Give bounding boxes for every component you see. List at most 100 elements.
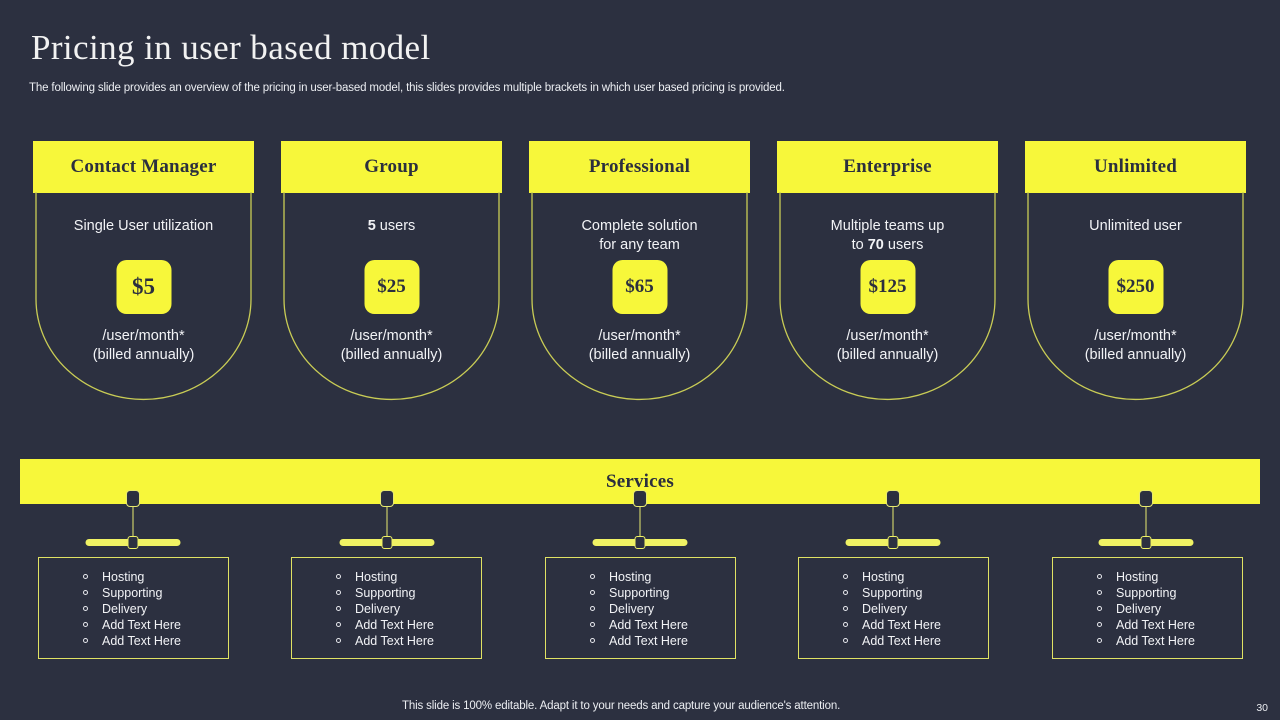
plan-price: $125 <box>868 276 907 297</box>
circle-bullet-icon <box>590 574 595 579</box>
service-list-item[interactable]: Supporting <box>336 585 434 601</box>
service-list-item[interactable]: Add Text Here <box>83 633 181 649</box>
plan-price: $65 <box>625 276 654 297</box>
service-list-item-label: Hosting <box>355 570 398 584</box>
service-list-item[interactable]: Supporting <box>590 585 688 601</box>
plan-billing-note-line2: (billed annually) <box>836 347 939 363</box>
service-list-item[interactable]: Hosting <box>1097 569 1195 585</box>
service-list-item[interactable]: Delivery <box>1097 601 1195 617</box>
plan-name: Professional <box>588 156 691 177</box>
service-list-item[interactable]: Supporting <box>83 585 181 601</box>
service-list-item[interactable]: Hosting <box>843 569 941 585</box>
circle-bullet-icon <box>590 622 595 627</box>
connector-top-node-icon <box>126 490 140 507</box>
service-list-item[interactable]: Delivery <box>843 601 941 617</box>
connector-top-node-icon <box>1139 490 1153 507</box>
connector-vertical-line <box>1145 507 1147 542</box>
service-list-item[interactable]: Add Text Here <box>843 617 941 633</box>
service-list-item-label: Add Text Here <box>609 618 688 632</box>
service-list-item-label: Hosting <box>609 570 652 584</box>
page-subtitle: The following slide provides an overview… <box>29 82 785 94</box>
footer-note: This slide is 100% editable. Adapt it to… <box>402 700 841 712</box>
plan-name: Enterprise <box>843 156 932 177</box>
service-list-item-label: Delivery <box>1116 602 1162 616</box>
service-list-item[interactable]: Supporting <box>843 585 941 601</box>
plan-description-emphasis: 5 <box>367 218 376 234</box>
plan-billing-note: /user/month*(billed annually) <box>33 327 254 365</box>
circle-bullet-icon <box>1097 590 1102 595</box>
circle-bullet-icon <box>336 606 341 611</box>
plan-billing-note-line1: /user/month* <box>598 328 681 344</box>
plan-price-badge: $65 <box>612 260 667 314</box>
service-list-item[interactable]: Add Text Here <box>336 617 434 633</box>
service-list-item[interactable]: Hosting <box>336 569 434 585</box>
service-list-item-label: Hosting <box>1116 570 1159 584</box>
service-list-item[interactable]: Add Text Here <box>590 617 688 633</box>
service-list-item[interactable]: Add Text Here <box>590 633 688 649</box>
page-title: Pricing in user based model <box>31 28 431 67</box>
circle-bullet-icon <box>590 606 595 611</box>
plan-description-emphasis: 70 <box>867 237 884 253</box>
connector-top-node-icon <box>380 490 394 507</box>
plan-billing-note-line1: /user/month* <box>846 328 929 344</box>
circle-bullet-icon <box>83 638 88 643</box>
page-number: 30 <box>1256 702 1268 714</box>
connector-vertical-line <box>132 507 134 542</box>
service-list-item[interactable]: Add Text Here <box>1097 633 1195 649</box>
connector-vertical-line <box>892 507 894 542</box>
plan-billing-note: /user/month*(billed annually) <box>1025 327 1246 365</box>
circle-bullet-icon <box>590 590 595 595</box>
service-list-item-label: Supporting <box>862 586 923 600</box>
service-list-item-label: Supporting <box>355 586 416 600</box>
service-list-item[interactable]: Add Text Here <box>336 633 434 649</box>
plan-header: Enterprise <box>777 141 998 193</box>
service-list-item[interactable]: Delivery <box>83 601 181 617</box>
service-list-item[interactable]: Hosting <box>83 569 181 585</box>
service-list-item[interactable]: Delivery <box>336 601 434 617</box>
service-list-item[interactable]: Add Text Here <box>843 633 941 649</box>
plan-price-badge: $25 <box>364 260 419 314</box>
circle-bullet-icon <box>843 606 848 611</box>
service-connector <box>1098 490 1194 550</box>
service-list-item-label: Add Text Here <box>1116 634 1195 648</box>
plan-billing-note-line2: (billed annually) <box>340 347 443 363</box>
service-list-item[interactable]: Hosting <box>590 569 688 585</box>
service-list-item-label: Supporting <box>1116 586 1177 600</box>
circle-bullet-icon <box>83 590 88 595</box>
circle-bullet-icon <box>336 622 341 627</box>
service-list-item[interactable]: Add Text Here <box>1097 617 1195 633</box>
connector-vertical-line <box>639 507 641 542</box>
service-list-item[interactable]: Add Text Here <box>83 617 181 633</box>
service-list-item-label: Hosting <box>862 570 905 584</box>
services-bar: Services <box>20 459 1260 504</box>
service-list-item-label: Add Text Here <box>862 634 941 648</box>
circle-bullet-icon <box>1097 622 1102 627</box>
plan-name: Contact Manager <box>70 156 217 177</box>
circle-bullet-icon <box>336 590 341 595</box>
service-list-item[interactable]: Supporting <box>1097 585 1195 601</box>
service-connector <box>592 490 688 550</box>
plan-header: Professional <box>529 141 750 193</box>
service-list-item-label: Add Text Here <box>609 634 688 648</box>
plan-header: Unlimited <box>1025 141 1246 193</box>
circle-bullet-icon <box>843 574 848 579</box>
plan-billing-note-line1: /user/month* <box>350 328 433 344</box>
service-list-item-label: Delivery <box>609 602 655 616</box>
circle-bullet-icon <box>83 622 88 627</box>
plan-billing-note-line1: /user/month* <box>1094 328 1177 344</box>
service-list-item[interactable]: Delivery <box>590 601 688 617</box>
